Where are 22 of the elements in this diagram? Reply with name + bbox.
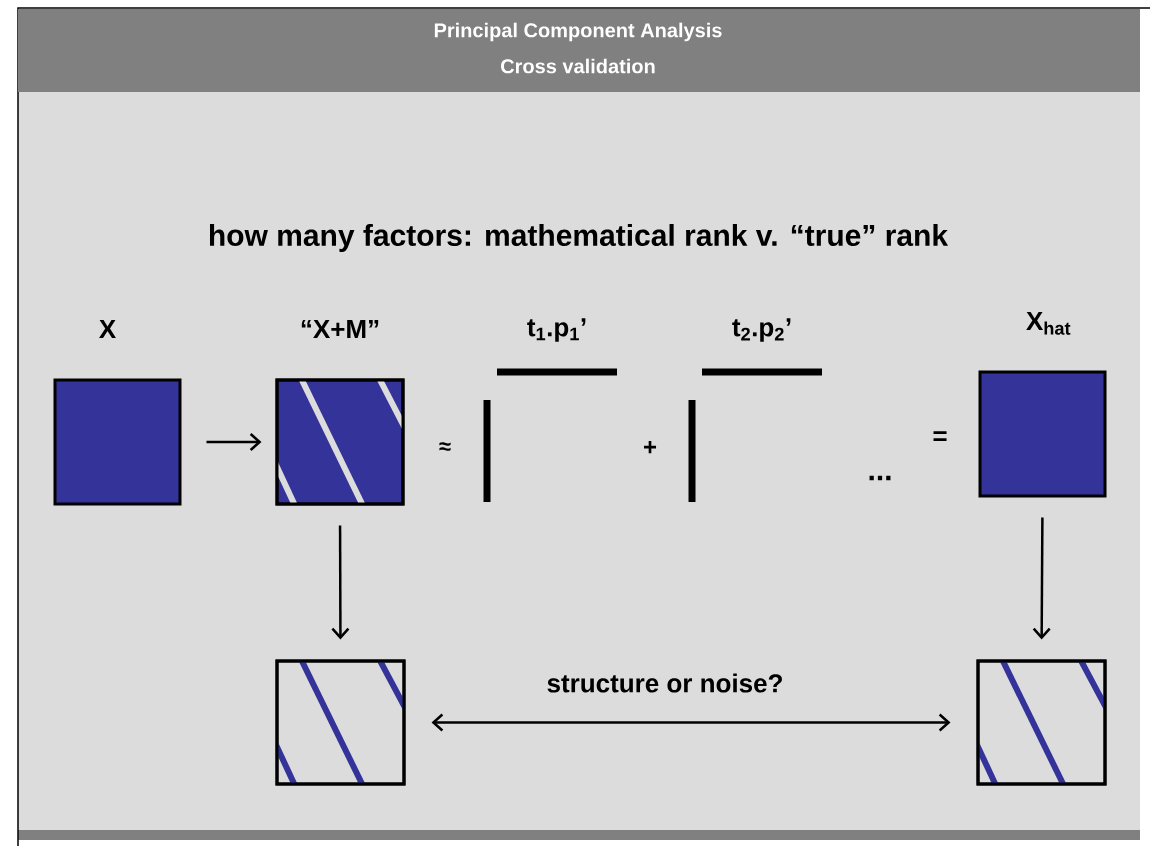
operator-sign: + [644,441,657,454]
question-text: how many factors: mathematical rank v. “true” rank [210,224,949,252]
operator-sign: ≈ [439,442,451,451]
term-label: t$_{2}$.p$_{2}$’ [732,318,791,342]
hatched-matrix-square [275,378,405,506]
ellipsis: ... [869,475,891,481]
matrix-square [53,378,182,506]
arrow [431,713,951,732]
hatched-matrix-square [275,659,406,786]
matrix-square [978,370,1107,498]
matrix-label: “X+M” [301,320,379,338]
subtitle: Cross validation [501,58,655,74]
edge-label: structure or noise? [544,671,786,695]
operator-sign: = [933,431,947,442]
hatched-matrix-square [976,659,1107,786]
matrix-label: X [99,320,116,338]
matrix-label: X$_{hat}$ [1026,312,1071,335]
arrow [206,433,262,451]
title: Principal Component Analysis [434,22,722,42]
term-label: t$_{1}$.p$_{1}$’ [527,318,586,342]
arrow [331,525,350,640]
arrow [1032,517,1051,640]
